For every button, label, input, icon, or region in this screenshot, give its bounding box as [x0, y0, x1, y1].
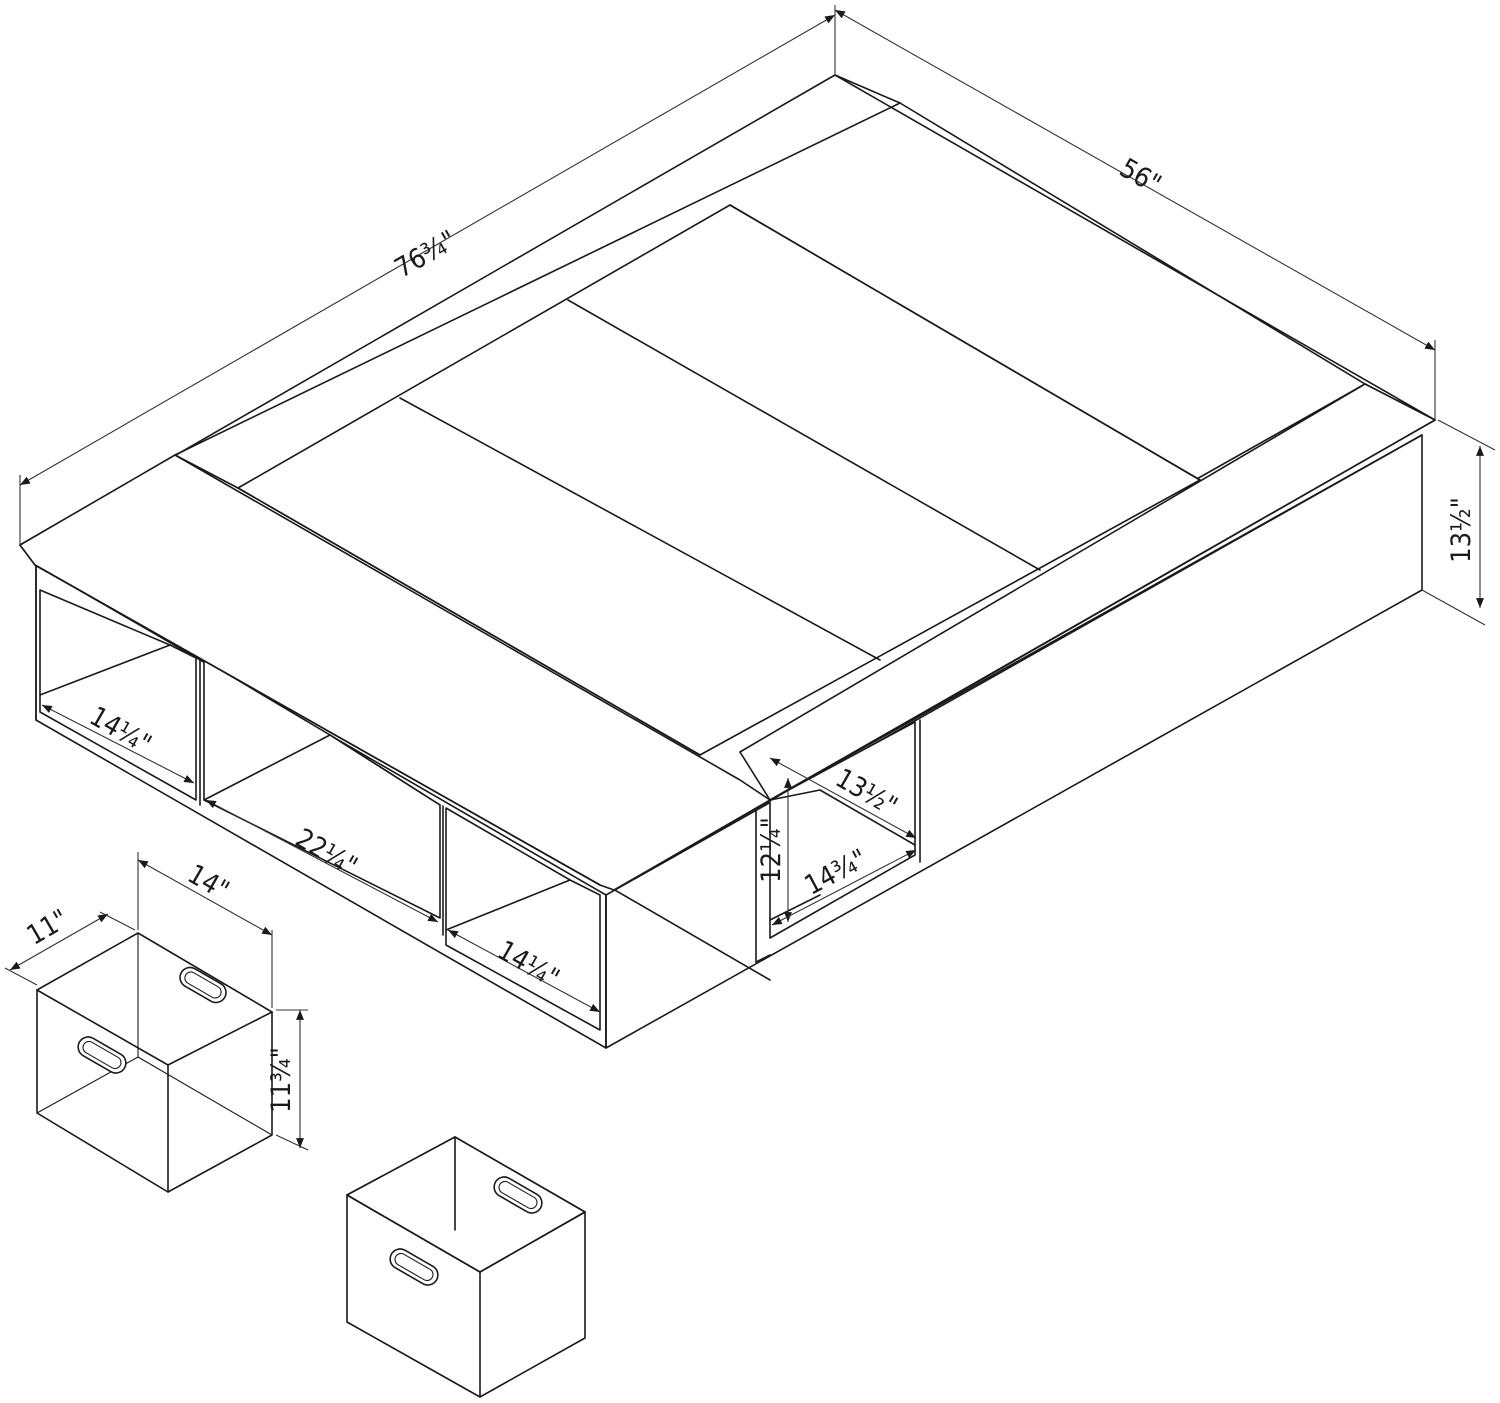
- opening-width-dimension-line: [771, 849, 917, 926]
- bin-height-label: 11¾": [266, 1047, 297, 1113]
- bin-width-label: 14": [182, 859, 234, 907]
- cubby-right-dimension-line: [447, 929, 601, 1013]
- height-label: 13½": [1446, 497, 1477, 563]
- platform-bed: [19, 74, 1436, 1049]
- storage-bin-dimensioned: 14" 11" 11¾": [4, 852, 309, 1193]
- storage-bin: [346, 1136, 586, 1398]
- bin-handle-back: [493, 1176, 543, 1214]
- width-dimension-line: [834, 9, 1436, 351]
- bin-depth-dimension-line: [9, 913, 109, 971]
- opening-height-label: 12¼": [756, 817, 787, 883]
- length-dimension-line: [19, 14, 836, 486]
- bin-handle-front: [389, 1248, 439, 1286]
- bin-width-dimension-line: [137, 859, 273, 936]
- bin-handle-front: [77, 1036, 127, 1074]
- length-label: 76¾": [390, 225, 462, 285]
- cubby-depth-dimension-line: [769, 757, 917, 839]
- cubby-left-dimension-line: [41, 704, 195, 784]
- bin-handle-back: [179, 966, 227, 1004]
- bin-outline: [36, 932, 273, 1193]
- cubby-middle-dimension-line: [205, 799, 439, 923]
- bin-depth-label: 11": [22, 904, 74, 952]
